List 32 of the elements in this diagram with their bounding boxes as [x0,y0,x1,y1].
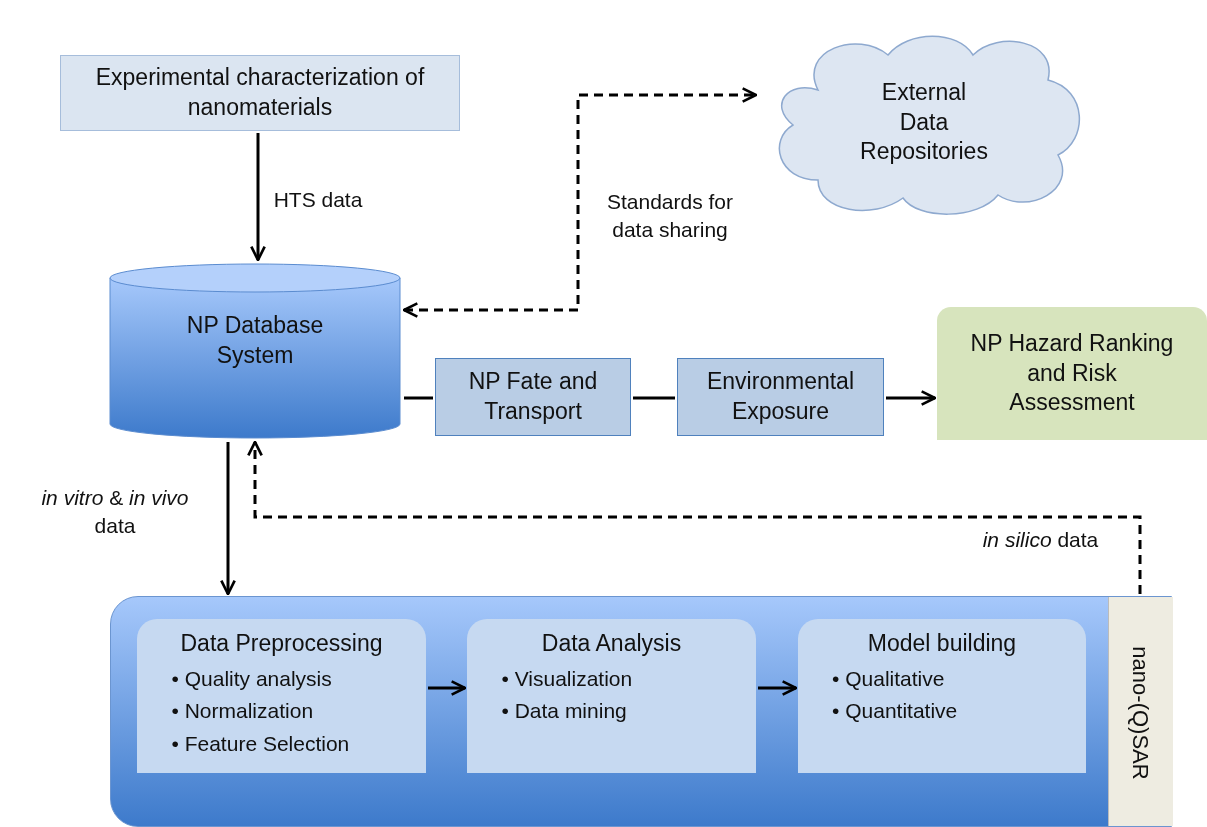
arrow [886,390,937,406]
arrow [428,680,467,696]
process-box [60,55,460,131]
process-box [435,358,631,436]
node-label: Model building [867,629,1017,658]
bullet-item: • Visualization [501,665,634,692]
node-label: Experimental characterization of nanomaterials [94,63,426,122]
arrow [220,442,236,596]
process-box [677,358,884,436]
bullet-item: • Quantitative [832,698,959,725]
node-label: Data Preprocessing [180,629,383,658]
node-label: Environmental Exposure [706,367,855,426]
bullet-item: • Feature Selection [171,731,351,757]
node-label: Data Analysis [541,629,682,658]
step-box [137,619,426,773]
node-label: nano-(Q)SAR [1127,645,1155,780]
bullet-item: • Data mining [501,698,628,725]
bullet-item: • Quality analysis [171,665,333,692]
bullet-item: • Qualitative [832,665,946,692]
node-label: NP Fate and Transport [467,367,599,426]
arrow [247,440,1142,594]
arrow [250,133,266,262]
arrow [758,680,798,696]
arrow [402,87,758,318]
node-label: External Data Repositories [859,77,989,167]
step-box [798,619,1086,773]
node-label: NP Database System [185,311,325,370]
pipeline-panel [110,596,1172,827]
bullet-item: • Normalization [171,698,315,725]
result-box [937,307,1207,440]
node-label: NP Hazard Ranking and Risk Assessment [969,328,1175,418]
step-box [467,619,756,773]
